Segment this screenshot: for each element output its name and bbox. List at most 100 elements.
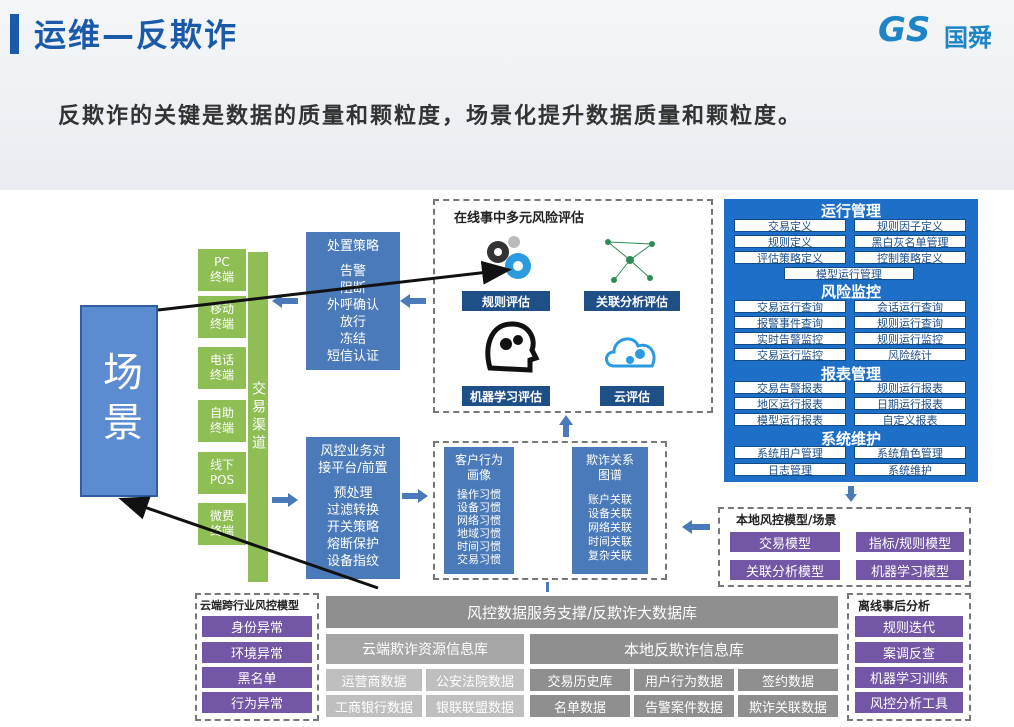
ops-item: 系统维护	[854, 463, 966, 477]
arrow-right-icon	[418, 489, 428, 503]
offline-item: 风控分析工具	[855, 692, 963, 713]
network-icon	[605, 239, 655, 283]
ops-item: 地区运行报表	[734, 397, 846, 411]
fraud-graph-title: 欺诈关系 图谱	[585, 453, 634, 482]
fraud-graph-item: 设备关联	[588, 507, 632, 520]
local-lib-title: 本地反欺诈信息库	[530, 634, 838, 664]
behavior-item: 操作习惯	[457, 488, 501, 501]
platform-item: 设备指纹	[326, 554, 379, 569]
fraud-graph-item: 时间关联	[588, 535, 632, 548]
disposal-item: 放行	[339, 315, 366, 330]
local-data-item: 签约数据	[738, 669, 838, 691]
arrow-down-icon	[845, 494, 857, 502]
ops-panel: 运行管理 交易定义 规则因子定义 规则定义 黑白灰名单管理 评估策略定义 控制策…	[724, 199, 978, 482]
behavior-box: 客户行为 画像 操作习惯 设备习惯 网络习惯 地域习惯 时间习惯 交易习惯	[444, 447, 514, 574]
arrow-up-icon	[559, 415, 573, 425]
ops-section-title: 运行管理	[820, 202, 881, 220]
local-data-item: 用户行为数据	[634, 669, 734, 691]
arrow-shaft	[272, 497, 288, 503]
channel-self-service: 自助 终端	[198, 400, 246, 442]
header-background	[0, 0, 1014, 190]
cloud-model-item: 环境异常	[202, 642, 312, 663]
disposal-box: 处置策略 告警 阻断 外呼确认 放行 冻结 短信认证	[306, 232, 400, 370]
arrow-shaft	[410, 298, 426, 304]
arrow-left-icon	[400, 294, 410, 308]
arrow-shaft	[692, 524, 710, 530]
cloud-data-item: 银联联盟数据	[426, 695, 524, 717]
fraud-graph-item: 复杂关联	[588, 549, 632, 562]
platform-item: 熔断保护	[326, 537, 379, 552]
cloud-lib-title: 云端欺诈资源信息库	[326, 634, 524, 664]
cloud-model-item: 黑名单	[202, 667, 312, 688]
page-title: 运维—反欺诈	[34, 16, 239, 54]
ops-item: 评估策略定义	[734, 251, 846, 265]
cloud-model-item: 行为异常	[202, 692, 312, 713]
platform-item: 开关策略	[326, 520, 379, 535]
cloud-models-title: 云端跨行业风控模型	[200, 599, 299, 612]
offline-title: 离线事后分析	[858, 599, 931, 613]
arrow-shaft	[546, 582, 549, 592]
cloud-data-item: 公安法院数据	[426, 669, 524, 691]
local-model-item: 机器学习模型	[856, 560, 964, 580]
local-data-item: 交易历史库	[530, 669, 630, 691]
behavior-item: 地域习惯	[457, 527, 501, 540]
page-subtitle: 反欺诈的关键是数据的质量和颗粒度，场景化提升数据质量和颗粒度。	[58, 104, 803, 129]
local-model-item: 关联分析模型	[730, 560, 840, 580]
platform-item: 预处理	[333, 486, 373, 501]
brain-head-icon	[485, 321, 540, 373]
ops-item: 系统角色管理	[854, 446, 966, 460]
ops-item: 交易运行查询	[734, 300, 846, 314]
cloud-model-item: 身份异常	[202, 616, 312, 637]
disposal-item: 冻结	[339, 332, 366, 347]
cloud-data-item: 运营商数据	[326, 669, 422, 691]
ops-item: 规则运行监控	[854, 332, 966, 346]
local-data-item: 告警案件数据	[634, 695, 734, 717]
disposal-item: 告警	[339, 264, 366, 279]
fraud-graph-item: 网络关联	[588, 521, 632, 534]
behavior-item: 网络习惯	[457, 514, 501, 527]
ops-item: 报警事件查询	[734, 316, 846, 330]
ops-item: 风险统计	[854, 348, 966, 362]
ops-section-title: 系统维护	[820, 430, 881, 448]
fraud-graph-box: 欺诈关系 图谱 账户关联 设备关联 网络关联 时间关联 复杂关联	[572, 447, 648, 574]
scene-box: 场景	[80, 305, 158, 497]
offline-item: 规则迭代	[855, 616, 963, 637]
logo-text: 国舜	[944, 24, 992, 52]
bigdata-title: 风控数据服务支撑/反欺诈大数据库	[326, 596, 838, 628]
ops-item: 日志管理	[734, 463, 846, 477]
arrow-shaft	[282, 298, 298, 304]
offline-item: 案调反查	[855, 642, 963, 663]
arrow-left-icon	[272, 294, 282, 308]
ops-item: 实时告警监控	[734, 332, 846, 346]
offline-box	[847, 593, 971, 721]
disposal-item: 短信认证	[326, 349, 379, 364]
disposal-item: 外呼确认	[326, 298, 379, 313]
ops-item: 模型运行管理	[784, 267, 914, 281]
channel-mobile: 移动 终端	[198, 296, 246, 338]
arrow-right-icon	[288, 493, 298, 507]
eval-rule-label: 规则评估	[462, 291, 550, 311]
channel-phone: 电话 终端	[198, 347, 246, 389]
eval-cloud-label: 云评估	[600, 386, 664, 406]
ops-item: 日期运行报表	[854, 397, 966, 411]
ops-item: 交易告警报表	[734, 381, 846, 395]
behavior-title: 客户行为 画像	[454, 453, 503, 482]
profile-group-box	[433, 441, 667, 580]
arrow-left-icon	[682, 520, 692, 534]
ops-item: 会话运行查询	[854, 300, 966, 314]
cloud-models-box	[195, 593, 319, 721]
channel-bar: 交易渠道	[248, 252, 268, 582]
disposal-title: 处置策略	[326, 239, 379, 254]
cloud-data-item: 工商银行数据	[326, 695, 422, 717]
channel-fee: 微费 终端	[198, 503, 246, 545]
disposal-item: 阻断	[339, 281, 366, 296]
ops-item: 规则因子定义	[854, 219, 966, 233]
local-models-title: 本地风控模型/场景	[736, 513, 837, 527]
ops-item: 规则运行查询	[854, 316, 966, 330]
channel-pc: PC 终端	[198, 249, 246, 291]
ops-item: 规则定义	[734, 235, 846, 249]
local-data-item: 欺诈关联数据	[738, 695, 838, 717]
arrow-shaft	[402, 493, 418, 499]
arrow-shaft	[563, 425, 569, 437]
ops-item: 系统用户管理	[734, 446, 846, 460]
